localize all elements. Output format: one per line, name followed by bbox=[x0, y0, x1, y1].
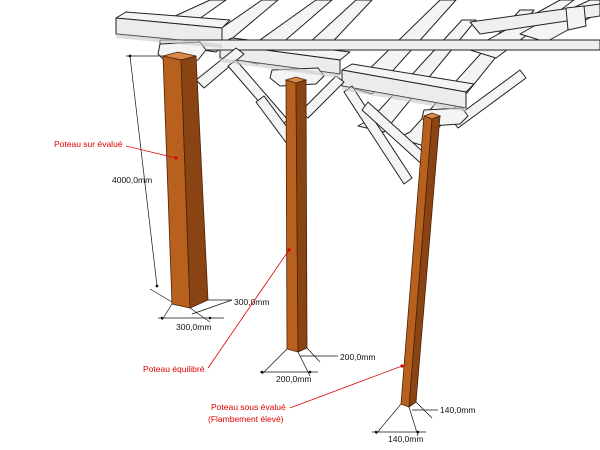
leader-oversized bbox=[125, 145, 177, 159]
leader-dot bbox=[400, 364, 404, 368]
post-balanced bbox=[284, 76, 308, 353]
brace bbox=[451, 69, 527, 129]
annotation-leaders bbox=[125, 145, 403, 409]
label-undersized-note: (Flambement élevé) bbox=[208, 414, 284, 424]
annotation-dots bbox=[174, 156, 404, 368]
dim-label-p3-depth: 140,0mm bbox=[440, 405, 475, 415]
dim-p3-width-ext2 bbox=[408, 406, 419, 437]
leader-dot bbox=[174, 156, 178, 160]
dim-tick bbox=[308, 370, 312, 374]
dim-label-p2-depth: 200,0mm bbox=[340, 352, 375, 362]
dim-height-ext-bot bbox=[149, 288, 173, 303]
dim-p1-width-ext1 bbox=[161, 303, 173, 321]
dim-tick bbox=[374, 430, 378, 434]
dim-p2-depth-ext bbox=[306, 347, 321, 363]
dim-p3-depth-ext bbox=[415, 401, 433, 419]
leader-balanced bbox=[207, 249, 290, 369]
dim-tick bbox=[128, 54, 132, 58]
post2-side bbox=[295, 79, 308, 353]
rafter-end bbox=[565, 5, 587, 31]
purlin bbox=[159, 39, 600, 51]
shade bbox=[116, 34, 222, 48]
dim-tick bbox=[155, 284, 159, 288]
dim-p2-width-ext1 bbox=[261, 348, 288, 375]
dim-tick bbox=[160, 316, 164, 320]
leader-undersized bbox=[289, 365, 403, 409]
dim-tick bbox=[208, 316, 212, 320]
dim-p2-width-ext2 bbox=[297, 351, 311, 377]
dim-label-p1-width: 300,0mm bbox=[176, 322, 211, 332]
post-oversized bbox=[162, 51, 209, 309]
dim-tick bbox=[260, 370, 264, 374]
dim-p1-depth bbox=[191, 299, 233, 315]
dim-tick bbox=[416, 430, 420, 434]
label-oversized-post: Poteau sur évalué bbox=[54, 139, 123, 149]
dim-p1-width-ext2 bbox=[189, 307, 211, 323]
dim-label-p1-depth: 300,0mm bbox=[234, 297, 269, 307]
label-balanced-post: Poteau équilibré bbox=[143, 364, 205, 374]
dim-label-height: 4000,0mm bbox=[112, 175, 152, 185]
shade bbox=[220, 58, 340, 78]
dim-label-p3-width: 140,0mm bbox=[388, 434, 423, 444]
roof-framing bbox=[115, 0, 600, 185]
label-undersized-post: Poteau sous évalué bbox=[211, 402, 286, 412]
dim-height-line bbox=[129, 55, 158, 287]
dim-label-p2-width: 200,0mm bbox=[276, 374, 311, 384]
leader-dot bbox=[287, 248, 291, 252]
post-undersized bbox=[400, 112, 442, 408]
shade bbox=[342, 86, 466, 112]
dimension-ticks bbox=[128, 54, 420, 434]
roof-shading bbox=[116, 34, 466, 112]
dim-p3-width-ext1 bbox=[375, 403, 402, 435]
